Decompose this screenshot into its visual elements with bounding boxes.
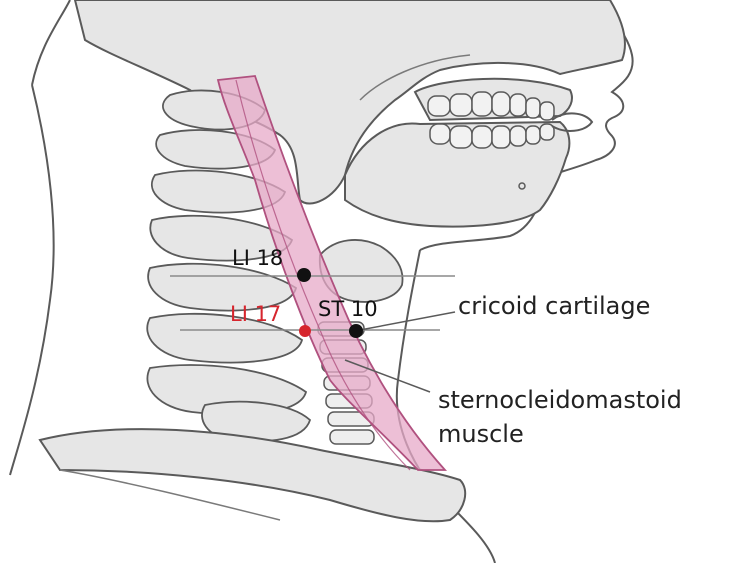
label-st10: ST 10	[318, 297, 378, 321]
back-of-head-outline	[32, 0, 70, 85]
label-scm-line1: sternocleidomastoid	[438, 386, 682, 414]
label-scm-line2: muscle	[438, 420, 524, 448]
label-li18: LI 18	[232, 246, 283, 270]
label-li17: LI 17	[230, 302, 281, 326]
label-cricoid-cartilage: cricoid cartilage	[458, 292, 650, 320]
point-li18	[297, 268, 311, 282]
point-li17	[299, 325, 311, 337]
back-of-neck-outline	[10, 85, 54, 475]
point-st10	[349, 324, 363, 338]
